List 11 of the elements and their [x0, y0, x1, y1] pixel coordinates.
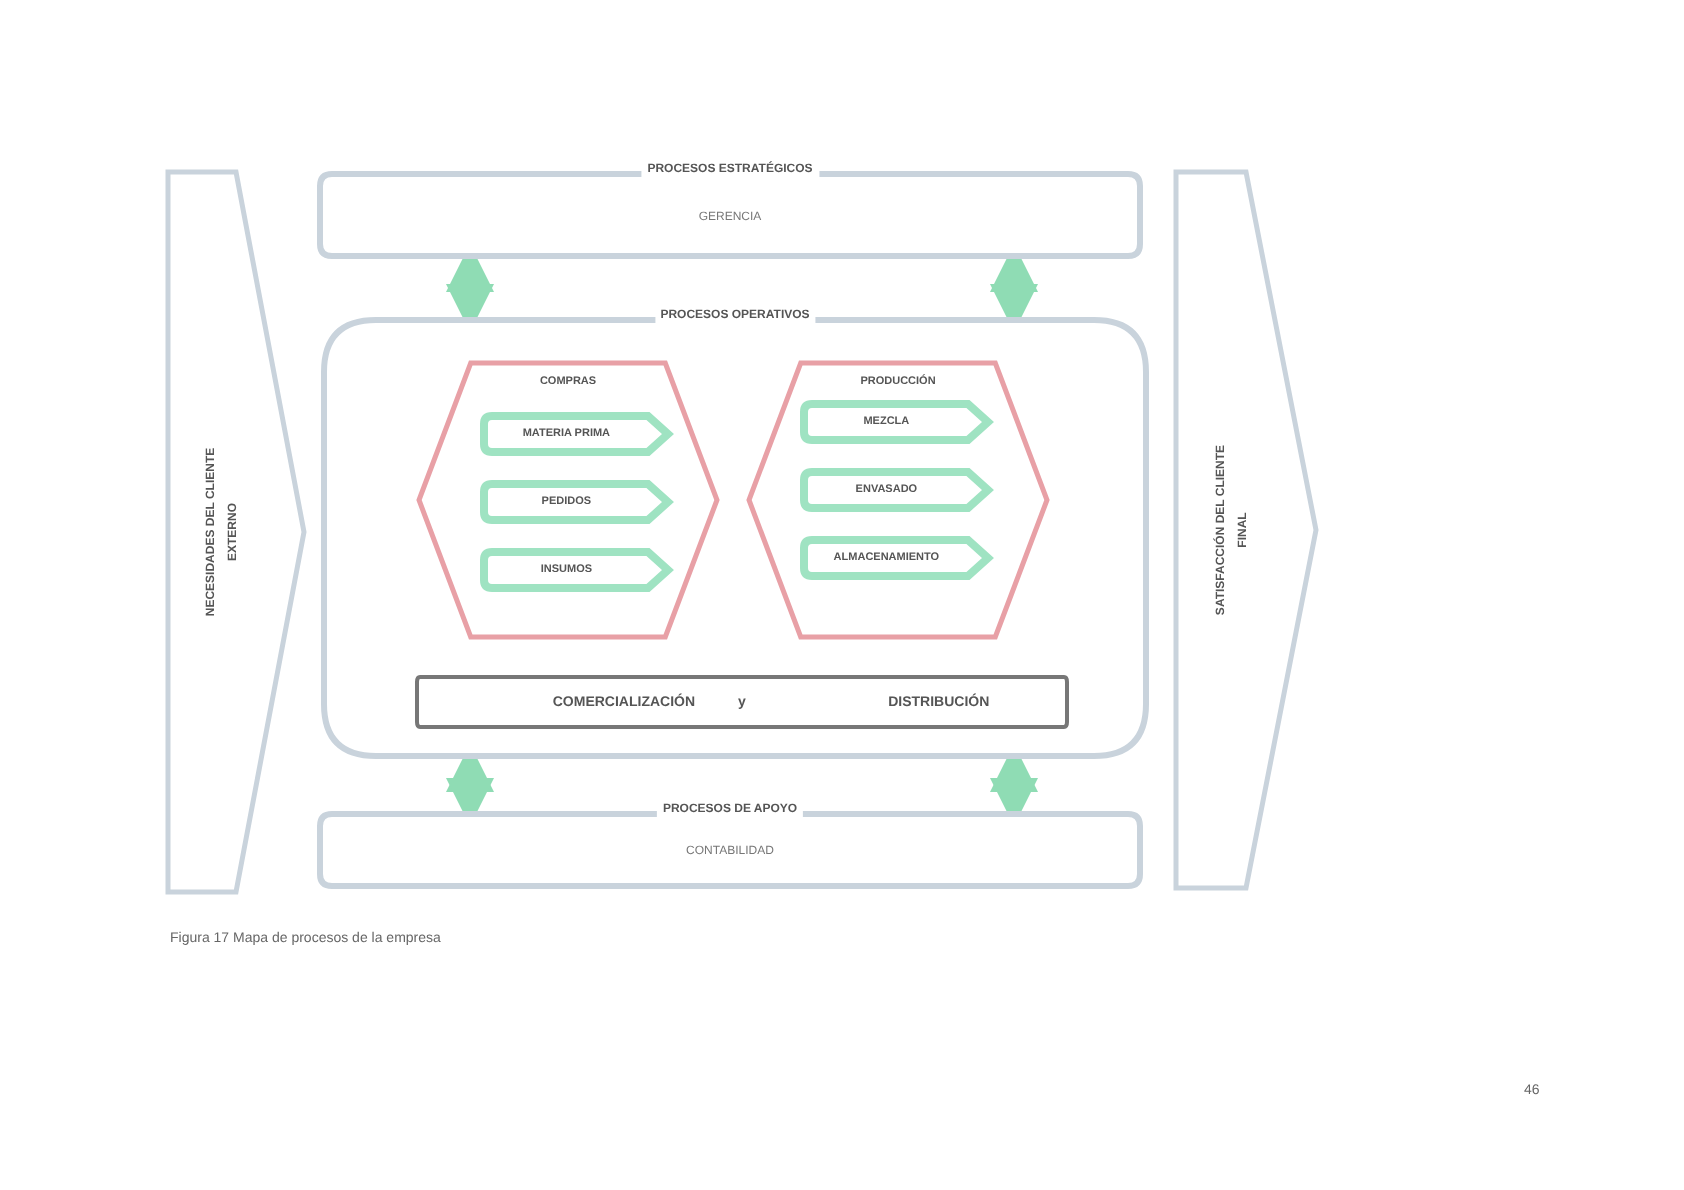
process-step-tag	[800, 468, 992, 512]
process-step-tag	[480, 480, 672, 524]
chevron-arrow-shape	[166, 170, 306, 894]
chevron-arrow-shape	[1174, 170, 1318, 890]
hexagon	[746, 360, 1050, 640]
process-step-tag	[480, 412, 672, 456]
process-step-tag	[800, 536, 992, 580]
hexagon	[416, 360, 720, 640]
process-step-tag	[480, 548, 672, 592]
process-step-tag	[800, 400, 992, 444]
process-bar	[414, 674, 1070, 730]
